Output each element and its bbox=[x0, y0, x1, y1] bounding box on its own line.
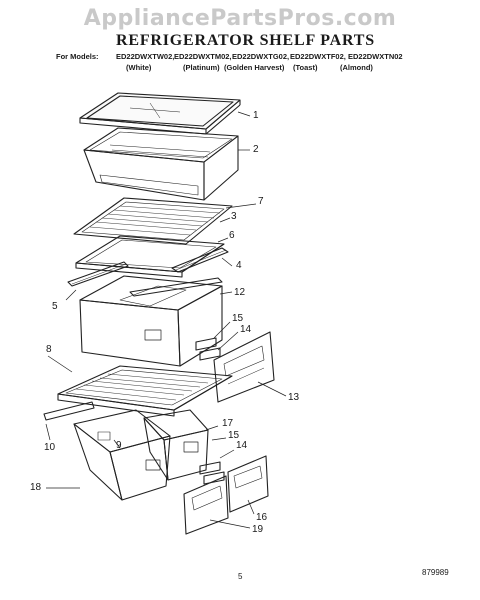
callout-4: 4 bbox=[236, 260, 242, 271]
page-number: 5 bbox=[238, 572, 243, 581]
callout-16: 16 bbox=[256, 512, 268, 523]
models-prefix: For Models: bbox=[56, 52, 99, 61]
model-number: ED22DWXTF02, bbox=[290, 52, 346, 61]
page-title: REFRIGERATOR SHELF PARTS bbox=[116, 32, 375, 49]
model-color: (Toast) bbox=[293, 63, 318, 72]
callout-9: 9 bbox=[116, 440, 122, 451]
callout-6: 6 bbox=[229, 230, 235, 241]
part-drawer-front bbox=[213, 331, 275, 403]
part-code: 879989 bbox=[422, 568, 449, 577]
model-number: ED22DWXTG02, bbox=[232, 52, 290, 61]
leader-lines bbox=[45, 111, 287, 529]
callout-14b: 14 bbox=[236, 440, 248, 451]
part-rail bbox=[67, 261, 129, 287]
callout-14: 14 bbox=[240, 324, 252, 335]
part-lower-glass-shelf bbox=[57, 365, 233, 417]
model-color: (Golden Harvest) bbox=[224, 63, 285, 72]
callout-7: 7 bbox=[258, 196, 264, 207]
part-lower-right-bin bbox=[143, 409, 209, 481]
callout-13: 13 bbox=[288, 392, 300, 403]
callout-17: 17 bbox=[222, 418, 234, 429]
callout-18: 18 bbox=[30, 482, 42, 493]
part-lower-left-bin bbox=[73, 409, 171, 501]
model-color: (White) bbox=[126, 63, 152, 72]
callout-3: 3 bbox=[231, 211, 237, 222]
part-shelf-frame bbox=[75, 235, 225, 278]
callout-8: 8 bbox=[46, 344, 52, 355]
model-color: (Almond) bbox=[340, 63, 373, 72]
callout-1: 1 bbox=[253, 110, 259, 121]
callout-5: 5 bbox=[52, 301, 58, 312]
model-number: ED22DWXTM02, bbox=[174, 52, 232, 61]
part-crisper-drawer bbox=[79, 275, 223, 367]
model-number: ED22DWXTW02, bbox=[116, 52, 175, 61]
callout-15b: 15 bbox=[228, 430, 240, 441]
watermark: AppliancePartsPros.com bbox=[83, 6, 397, 31]
model-color: (Platinum) bbox=[183, 63, 220, 72]
callout-12: 12 bbox=[234, 287, 246, 298]
part-clip-lower bbox=[199, 461, 225, 485]
part-clip-upper bbox=[195, 337, 221, 361]
part-lower-drawer-fronts bbox=[183, 455, 269, 535]
part-shelf-tray bbox=[83, 127, 239, 201]
part-shelf-support bbox=[171, 247, 229, 273]
part-shelf-glass-insert bbox=[73, 197, 233, 245]
callout-15: 15 bbox=[232, 313, 244, 324]
part-glass-shelf bbox=[79, 92, 241, 135]
callout-2: 2 bbox=[253, 144, 259, 155]
callout-19: 19 bbox=[252, 524, 264, 535]
part-lower-rail bbox=[43, 401, 95, 421]
model-number: ED22DWXTN02 bbox=[348, 52, 403, 61]
callout-10: 10 bbox=[44, 442, 56, 453]
